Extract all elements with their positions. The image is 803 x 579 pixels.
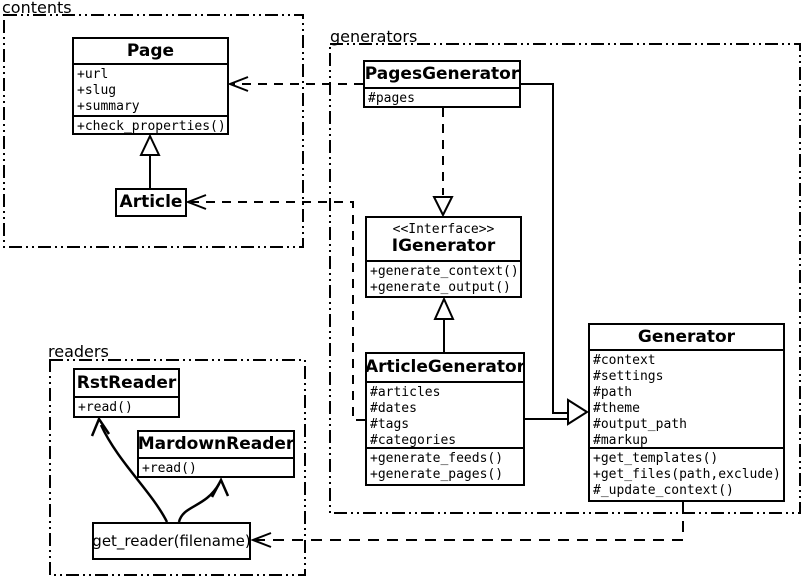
class-title: RstReader	[76, 372, 177, 393]
method: +read()	[142, 461, 197, 476]
class-box-pagesgenerator: PagesGenerator #pages	[363, 60, 521, 108]
class-box-rstreader: RstReader +read()	[73, 368, 180, 418]
inheritance-generators-generator	[521, 83, 589, 426]
class-box-markdownreader: MardownReader +read()	[137, 430, 295, 478]
method: +check_properties()	[77, 119, 226, 133]
attribute: #path	[593, 385, 633, 400]
attribute: #dates	[370, 401, 417, 416]
dependency-articlegenerator-article	[185, 194, 365, 421]
class-title: <<Interface>> IGenerator	[367, 218, 520, 260]
class-title: ArticleGenerator	[364, 357, 526, 377]
class-name: IGenerator	[391, 236, 496, 256]
inheritance-articlegenerator-igenerator	[433, 296, 455, 352]
hollow-triangle-icon	[139, 133, 161, 156]
function-box-getreader: get_reader(filename)	[92, 522, 251, 560]
attribute: #pages	[368, 91, 415, 106]
attribute: #theme	[593, 401, 640, 416]
attributes-compartment: #context #settings #path #theme #output_…	[590, 349, 783, 447]
open-arrowhead-icon	[227, 76, 249, 92]
method: +get_templates()	[593, 451, 719, 466]
attribute: +slug	[77, 83, 117, 98]
hollow-triangle-icon	[433, 296, 455, 320]
method: +read()	[78, 400, 133, 415]
attributes-compartment: +url +slug +summary	[74, 63, 227, 115]
attributes-compartment: #pages	[365, 87, 519, 106]
attribute: #output_path	[593, 417, 687, 432]
dependency-generator-getreader	[250, 502, 684, 548]
class-title: Generator	[637, 326, 736, 347]
attribute: #settings	[593, 369, 664, 384]
class-box-articlegenerator: ArticleGenerator #articles #dates #tags …	[365, 352, 525, 486]
package-label-readers: readers	[48, 342, 109, 361]
class-box-page: Page +url +slug +summary +check_properti…	[72, 37, 229, 135]
class-title: Article	[119, 192, 183, 212]
package-label-generators: generators	[330, 27, 418, 46]
class-box-generator: Generator #context #settings #path #them…	[588, 323, 785, 502]
contents-package-border	[3, 14, 304, 248]
attribute: +summary	[77, 99, 140, 114]
class-box-article: Article	[115, 188, 187, 217]
stereotype-label: <<Interface>>	[392, 222, 495, 237]
arrow-getreader-rstreader	[90, 416, 169, 523]
method: +generate_context()	[370, 264, 519, 279]
open-arrowhead-icon	[250, 532, 272, 548]
method: +generate_output()	[370, 280, 511, 295]
method: +get_files(path,exclude)	[593, 467, 781, 482]
attribute: +url	[77, 67, 109, 82]
readers-package-border	[49, 359, 306, 576]
method: +generate_pages()	[370, 467, 504, 482]
function-label: get_reader(filename)	[92, 532, 251, 550]
methods-compartment: +check_properties()	[74, 115, 227, 133]
attribute: #categories	[370, 433, 457, 447]
hollow-triangle-icon	[432, 196, 454, 218]
methods-compartment: +get_templates() +get_files(path,exclude…	[590, 447, 783, 500]
attribute: #markup	[593, 433, 648, 447]
open-arrowhead-icon	[210, 477, 230, 498]
dependency-pagesgenerator-page	[227, 76, 363, 92]
attribute: #articles	[370, 385, 441, 400]
package-label-contents: contents	[2, 0, 72, 17]
generators-package-border	[329, 43, 801, 514]
method: +generate_feeds()	[370, 451, 504, 466]
hollow-triangle-icon	[567, 398, 589, 426]
methods-compartment: +generate_feeds() +generate_pages()	[367, 447, 523, 484]
open-arrowhead-icon	[90, 416, 111, 437]
class-title: Page	[126, 40, 175, 61]
attribute: #tags	[370, 417, 410, 432]
class-title: MardownReader	[137, 434, 295, 454]
attribute: #context	[593, 353, 656, 368]
attributes-compartment: #articles #dates #tags #categories	[367, 381, 523, 447]
class-box-igenerator: <<Interface>> IGenerator +generate_conte…	[365, 216, 522, 298]
inheritance-article-page	[139, 133, 161, 188]
methods-compartment: +generate_context() +generate_output()	[367, 260, 520, 296]
methods-compartment: +read()	[75, 396, 178, 416]
methods-compartment: +read()	[139, 457, 293, 476]
class-title: PagesGenerator	[364, 64, 520, 84]
realization-pagesgenerator-igenerator	[432, 108, 454, 218]
open-arrowhead-icon	[185, 194, 207, 210]
arrow-getreader-markdownreader	[177, 477, 230, 523]
method: #_update_context()	[593, 483, 734, 498]
